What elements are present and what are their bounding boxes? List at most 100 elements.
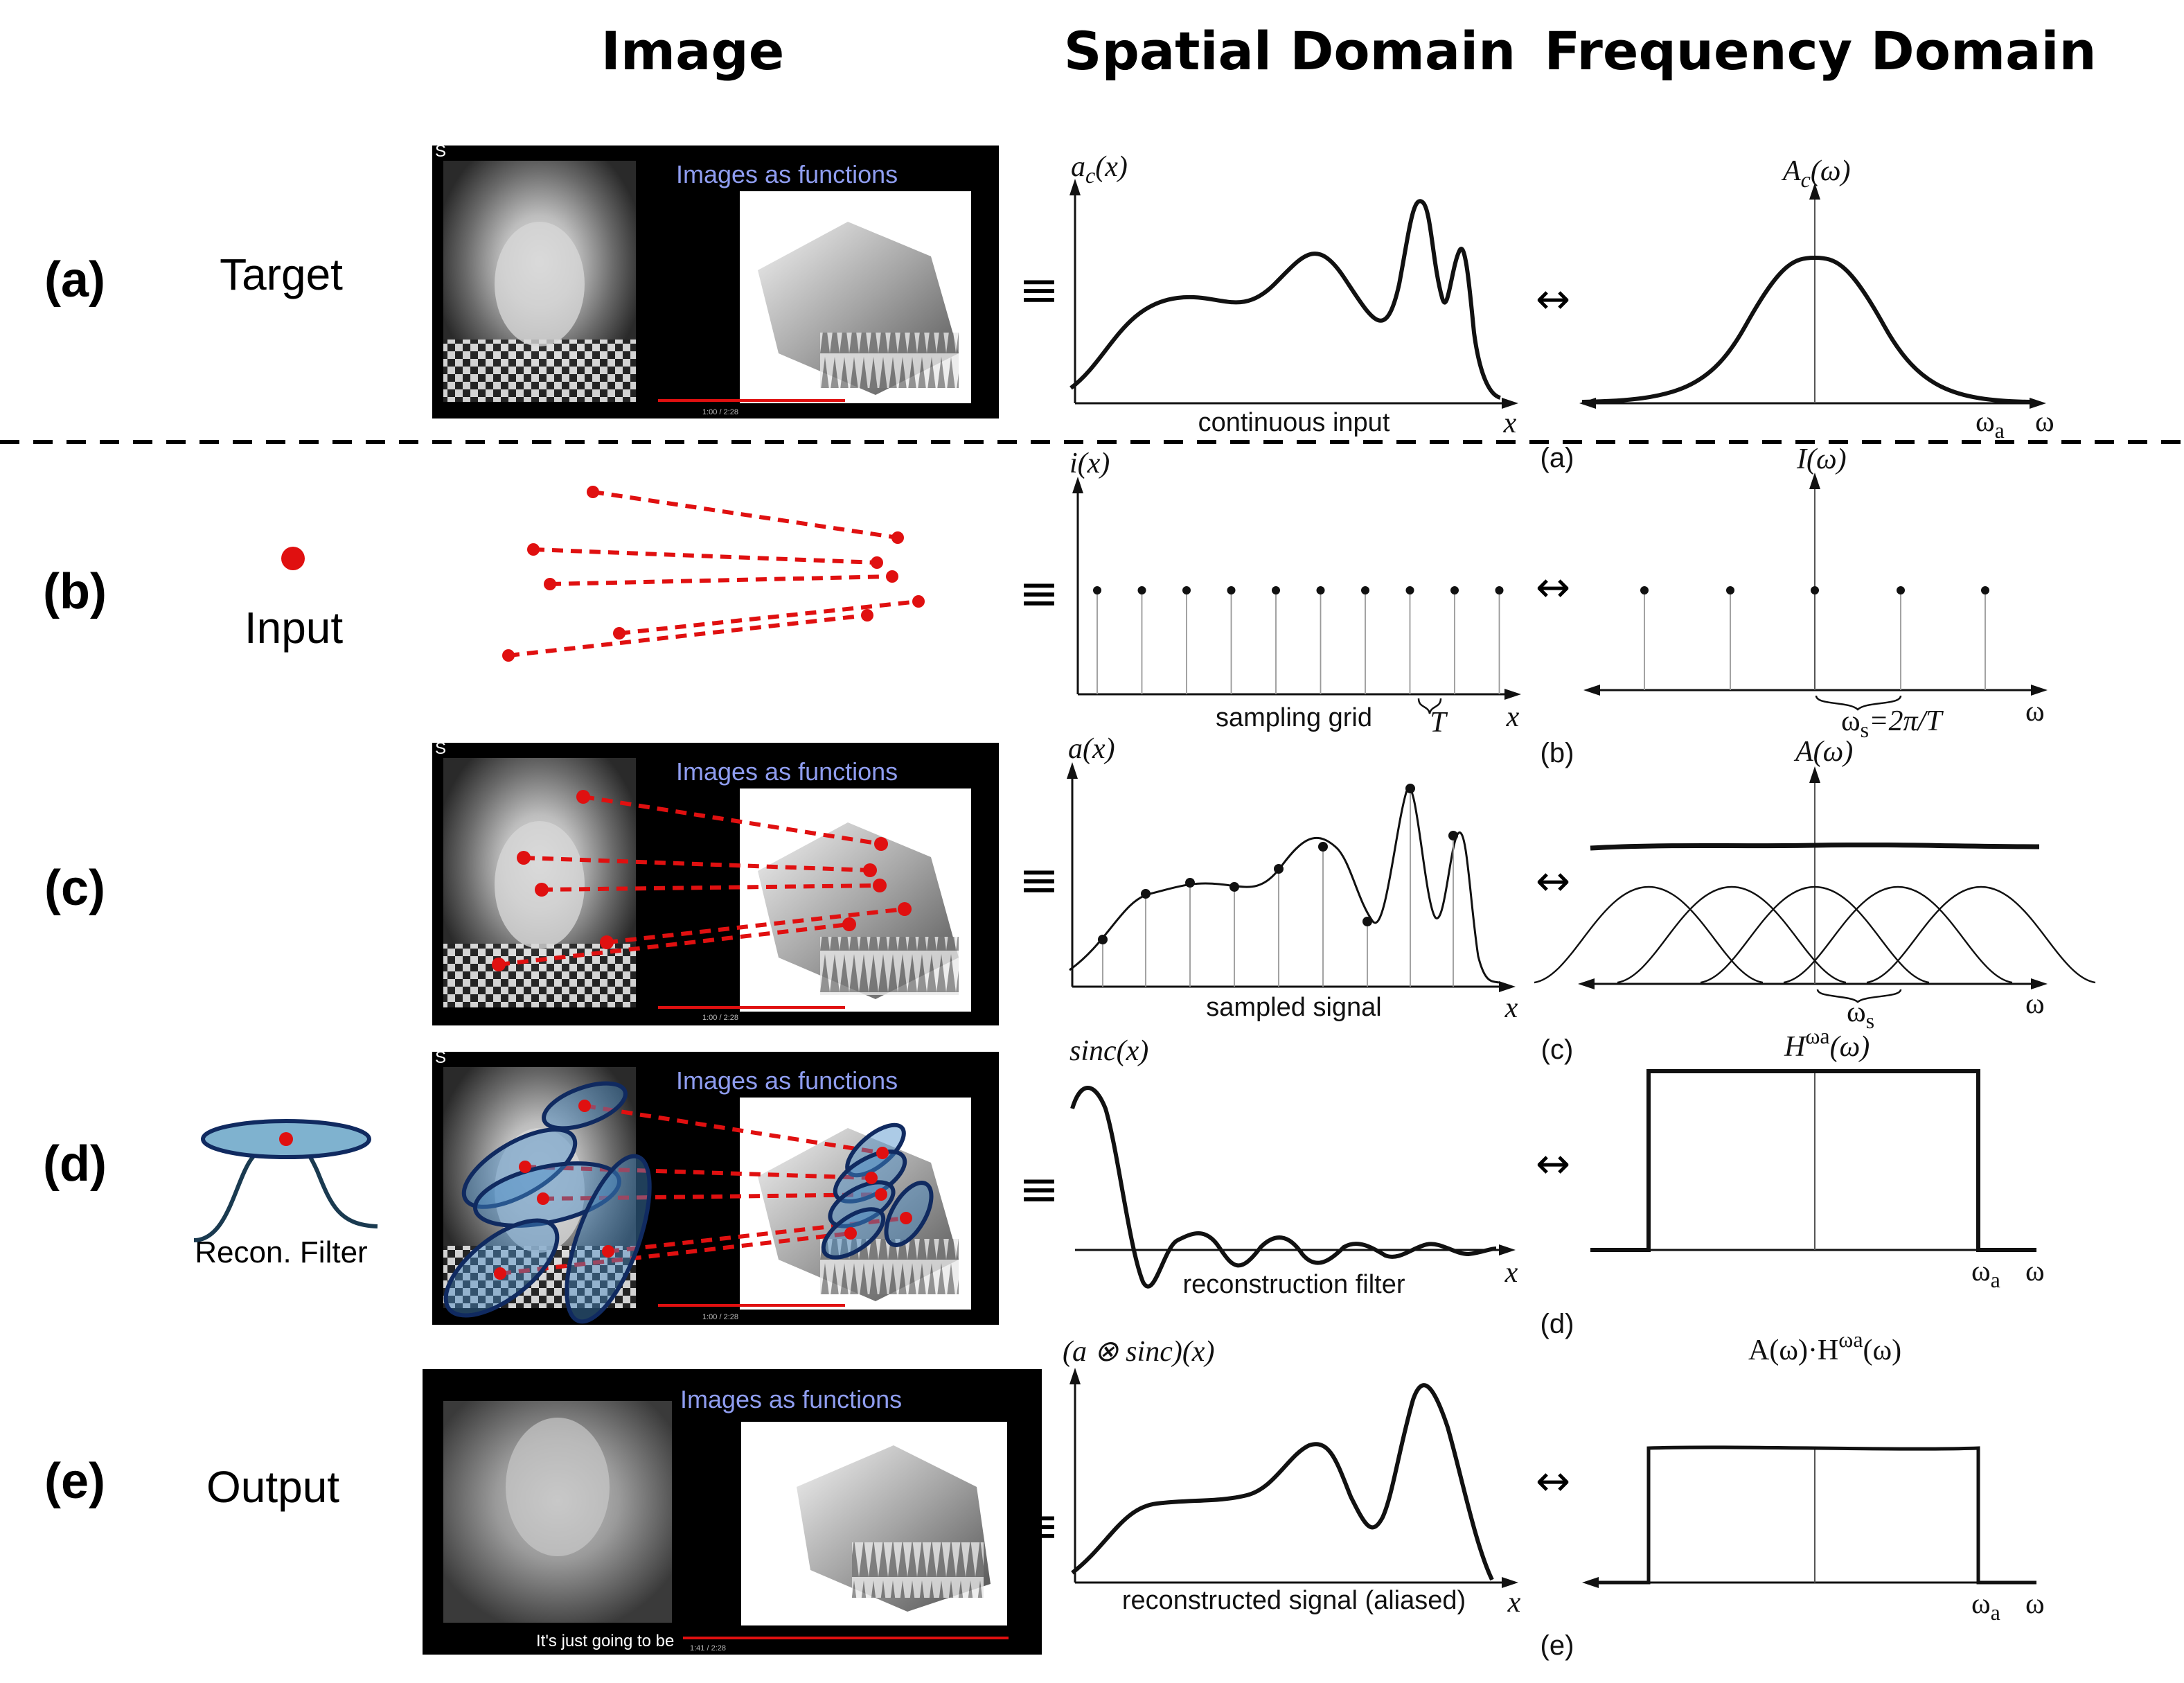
- freq-c-xlabel: ω: [2025, 988, 2045, 1020]
- spatial-plot-e: (a ⊗ sinc)(x) reconstructed signal (alia…: [1063, 1336, 1521, 1619]
- freq-e-cutoff: ωa: [1971, 1588, 2000, 1625]
- filter-footprints: [443, 1081, 934, 1324]
- freq-d-ylabel-sup: ωa: [1805, 1023, 1829, 1048]
- spatial-b-xlabel: x: [1506, 701, 1520, 733]
- freq-a-cutoff-sub: a: [1995, 418, 2005, 443]
- spatial-a-ylabel-sub: c: [1085, 163, 1095, 188]
- freq-a-ylabel-arg: (ω): [1811, 155, 1851, 187]
- slide-thumbnail-a: Images as functions S 1:00 / 2:28: [432, 142, 999, 418]
- spatial-a-ylabel-arg: (x): [1095, 151, 1128, 183]
- equivalence-symbol: ≡: [1019, 1497, 1060, 1554]
- spatial-plot-c: a(x) sampled signal x: [1067, 733, 1518, 1024]
- spatial-a-caption: continuous input: [1198, 408, 1390, 437]
- input-point-icon: [281, 547, 305, 570]
- row-name-recon-filter: Recon. Filter: [195, 1235, 367, 1269]
- panel-ref-a: (a): [1541, 443, 1574, 473]
- freq-e-xlabel: ω: [2025, 1588, 2045, 1620]
- spatial-plot-b: i(x) sampling grid T x: [1069, 448, 1521, 739]
- sampled-dot: [1405, 784, 1415, 793]
- replica-curve: [1866, 885, 2096, 984]
- spatial-d-xlabel: x: [1504, 1257, 1518, 1289]
- sample-dot: [1405, 586, 1414, 594]
- sample-dot: [1361, 586, 1369, 594]
- spatial-b-ylabel: i(x): [1069, 448, 1110, 479]
- row-label-d: (d): [43, 1136, 107, 1192]
- sample-dot: [1450, 586, 1459, 594]
- comb-dot: [1897, 586, 1905, 594]
- spatial-e-ylabel: (a ⊗ sinc)(x): [1063, 1336, 1214, 1368]
- freq-e-cutoff-sub: a: [1991, 1600, 2000, 1625]
- replica-curve: [1617, 885, 1847, 984]
- equivalence-symbol: ≡: [1019, 565, 1060, 622]
- freq-b-xlabel: ω: [2025, 696, 2045, 728]
- sampling-stems: [1093, 586, 1504, 694]
- row-name-output: Output: [206, 1462, 339, 1512]
- panel-ref-c: (c): [1541, 1034, 1574, 1065]
- video-time: 1:41 / 2:28: [690, 1644, 726, 1653]
- slide-corner-mark: S: [435, 1048, 446, 1067]
- freq-b-period-eq: =2π/T: [1869, 705, 1944, 737]
- spatial-d-ylabel: sinc(x): [1069, 1035, 1148, 1067]
- row-label-e: (e): [44, 1454, 105, 1509]
- slide-thumbnail-e: Images as functions It's just going to b…: [423, 1369, 1042, 1655]
- freq-b-period-sub: s: [1861, 717, 1869, 742]
- frequency-plot-b: I(ω) ωs=2π/T ω: [1583, 443, 2048, 742]
- sampled-dot: [1141, 889, 1151, 899]
- freq-b-period: ωs=2π/T: [1841, 705, 1944, 742]
- freq-c-period-sub: s: [1866, 1008, 1874, 1033]
- video-time: 1:00 / 2:28: [702, 408, 738, 416]
- spatial-c-ylabel: a(x): [1068, 733, 1115, 765]
- freq-e-ylabel-arg: (ω): [1863, 1334, 1902, 1366]
- row-name-input: Input: [245, 603, 344, 653]
- sampled-dot: [1448, 831, 1458, 840]
- row-name-target: Target: [220, 249, 343, 299]
- replica-curve: [1783, 885, 2013, 984]
- fourier-pair-arrow: ↔: [1536, 857, 1570, 906]
- row-label-c: (c): [44, 861, 105, 916]
- freq-d-cutoff: ωa: [1971, 1255, 2000, 1292]
- slide-corner-mark: S: [435, 142, 446, 161]
- freq-c-period: ωs: [1847, 996, 1874, 1033]
- comb-dot: [1640, 586, 1649, 594]
- spatial-a-ylabel: ac(x): [1071, 151, 1128, 188]
- slide-thumbnail-c: Images as functions S 1:00 / 2:28: [432, 739, 999, 1025]
- comb-dot: [1981, 586, 1989, 594]
- sample-dot: [1272, 586, 1280, 594]
- panel-ref-b: (b): [1541, 738, 1574, 768]
- freq-d-xlabel: ω: [2025, 1255, 2045, 1287]
- header-frequency-domain: Frequency Domain: [1544, 20, 2096, 82]
- row-label-a: (a): [44, 252, 105, 308]
- fourier-pair-arrow: ↔: [1536, 275, 1570, 324]
- panel-ref-e: (e): [1541, 1630, 1574, 1661]
- sample-dot: [1093, 586, 1101, 594]
- sampled-dot: [1318, 842, 1328, 852]
- sampled-stems: [1098, 784, 1458, 987]
- sample-dot: [1182, 586, 1191, 594]
- frequency-plot-e: A(ω)·Hωa(ω) ωa ω: [1582, 1327, 2045, 1625]
- frequency-comb: [1640, 586, 1989, 690]
- spatial-b-period: T: [1430, 707, 1448, 739]
- sampled-dot: [1185, 878, 1195, 888]
- spatial-c-caption: sampled signal: [1206, 993, 1381, 1022]
- freq-d-ylabel-arg: (ω): [1830, 1031, 1870, 1063]
- spatial-d-caption: reconstruction filter: [1182, 1270, 1405, 1299]
- comb-dot: [1726, 586, 1734, 594]
- sampled-dot: [1098, 935, 1108, 944]
- sample-dot: [1227, 586, 1236, 594]
- slide-title: Images as functions: [676, 1066, 898, 1095]
- equivalence-symbol: ≡: [1019, 1161, 1060, 1217]
- slide-corner-mark: S: [435, 739, 446, 758]
- spatial-e-xlabel: x: [1507, 1587, 1521, 1619]
- freq-a-ylabel: Ac(ω): [1781, 155, 1851, 192]
- freq-e-ylabel: A(ω)·Hωa(ω): [1748, 1327, 1901, 1366]
- sampled-dot: [1229, 882, 1239, 892]
- freq-a-cutoff: ωa: [1976, 406, 2005, 443]
- equivalence-symbol: ≡: [1019, 261, 1060, 318]
- recon-filter-icon: [193, 1119, 378, 1242]
- header-spatial-domain: Spatial Domain: [1064, 20, 1516, 82]
- freq-a-ylabel-sub: c: [1801, 167, 1811, 192]
- sample-dot: [1316, 586, 1325, 594]
- row-label-b: (b): [43, 564, 107, 619]
- sampled-dot: [1362, 917, 1372, 926]
- fourier-pair-arrow: ↔: [1536, 563, 1570, 612]
